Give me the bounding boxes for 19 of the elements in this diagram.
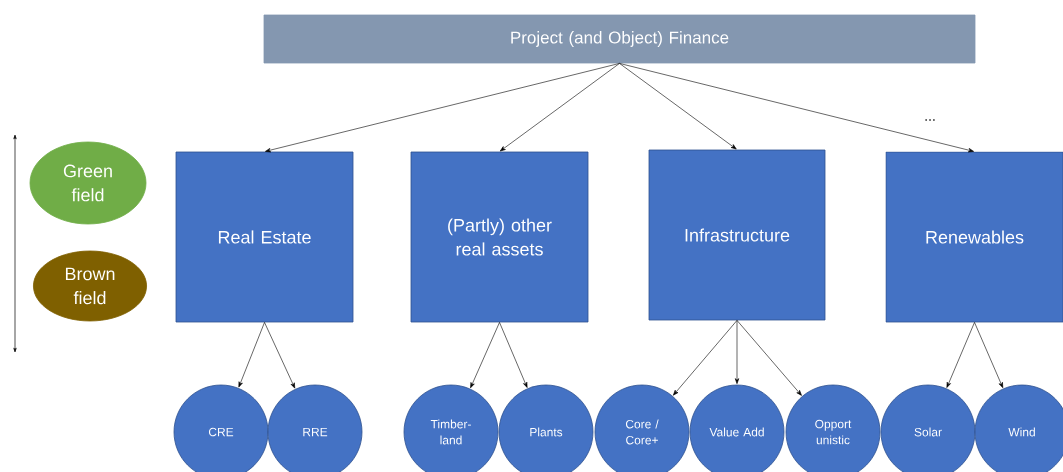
- arrow: [946, 322, 975, 388]
- arrow: [736, 320, 802, 396]
- arrow: [264, 322, 296, 389]
- arrow: [499, 63, 620, 152]
- arrow: [974, 322, 1004, 388]
- category-box: Renewables: [885, 151, 1063, 323]
- arrow: [499, 322, 528, 388]
- arrow: [238, 322, 265, 388]
- arrow: [265, 63, 620, 153]
- title-bar: Project (and Object) Finance: [263, 14, 976, 64]
- category-box: Infrastructure: [648, 149, 826, 321]
- arrow: [470, 322, 500, 389]
- arrow: [619, 63, 737, 150]
- category-box: (Partly) other real assets: [410, 151, 589, 323]
- arrow: [734, 320, 740, 384]
- ellipsis-label: ...: [925, 119, 935, 121]
- arrow: [619, 63, 974, 153]
- arrow: [673, 320, 738, 396]
- category-box: Real Estate: [175, 151, 354, 323]
